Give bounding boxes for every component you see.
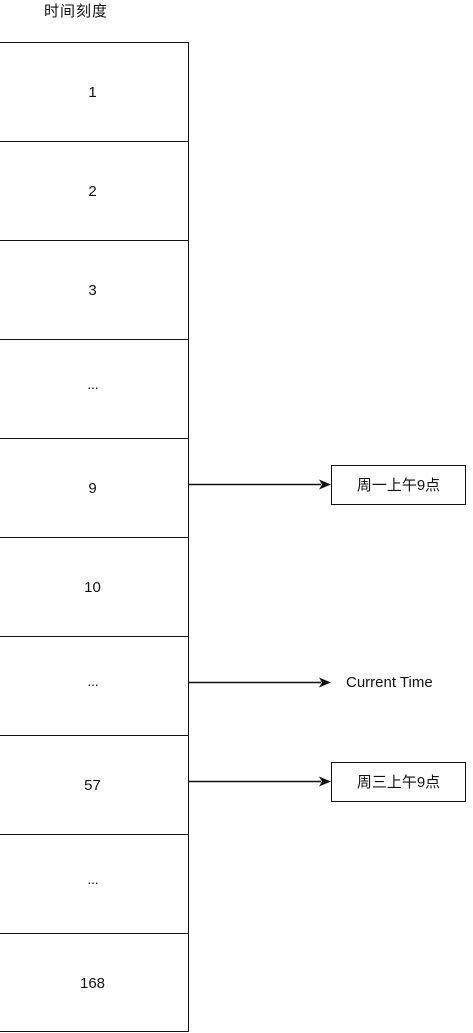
time-slot-label: 9 — [88, 479, 97, 497]
time-slot-cell: 57 — [0, 736, 188, 835]
time-slot-cell: 10 — [0, 538, 188, 637]
arrow-head-icon — [319, 479, 331, 490]
time-slot-cell: 168 — [0, 934, 188, 1033]
time-scale-column: 1 2 3 ··· 9 10 ··· 57 ··· 168 — [0, 42, 189, 1032]
time-slot-label: 1 — [88, 83, 97, 101]
time-slot-label: ··· — [87, 379, 99, 395]
diagram-title: 时间刻度 — [44, 3, 109, 20]
arrow-head-icon — [319, 776, 331, 787]
current-time-label: Current Time — [346, 673, 433, 691]
time-slot-cell: 3 — [0, 241, 188, 340]
time-slot-label: 10 — [84, 578, 101, 596]
time-slot-cell: 9 — [0, 439, 188, 538]
time-slot-label: ··· — [87, 676, 99, 692]
time-slot-cell: 2 — [0, 142, 188, 241]
time-slot-label: 57 — [84, 776, 101, 794]
time-slot-cell: ··· — [0, 637, 188, 736]
time-slot-label: 3 — [88, 281, 97, 299]
time-slot-label: ··· — [87, 874, 99, 890]
time-label-box: 周三上午9点 — [331, 761, 466, 802]
time-slot-cell: ··· — [0, 835, 188, 934]
time-slot-cell: 1 — [0, 43, 188, 142]
time-slot-label: 2 — [88, 182, 97, 200]
arrow-head-icon — [319, 677, 331, 688]
time-slot-cell: ··· — [0, 340, 188, 439]
time-label-box: 周一上午9点 — [331, 464, 466, 505]
time-slot-label: 168 — [79, 975, 106, 992]
